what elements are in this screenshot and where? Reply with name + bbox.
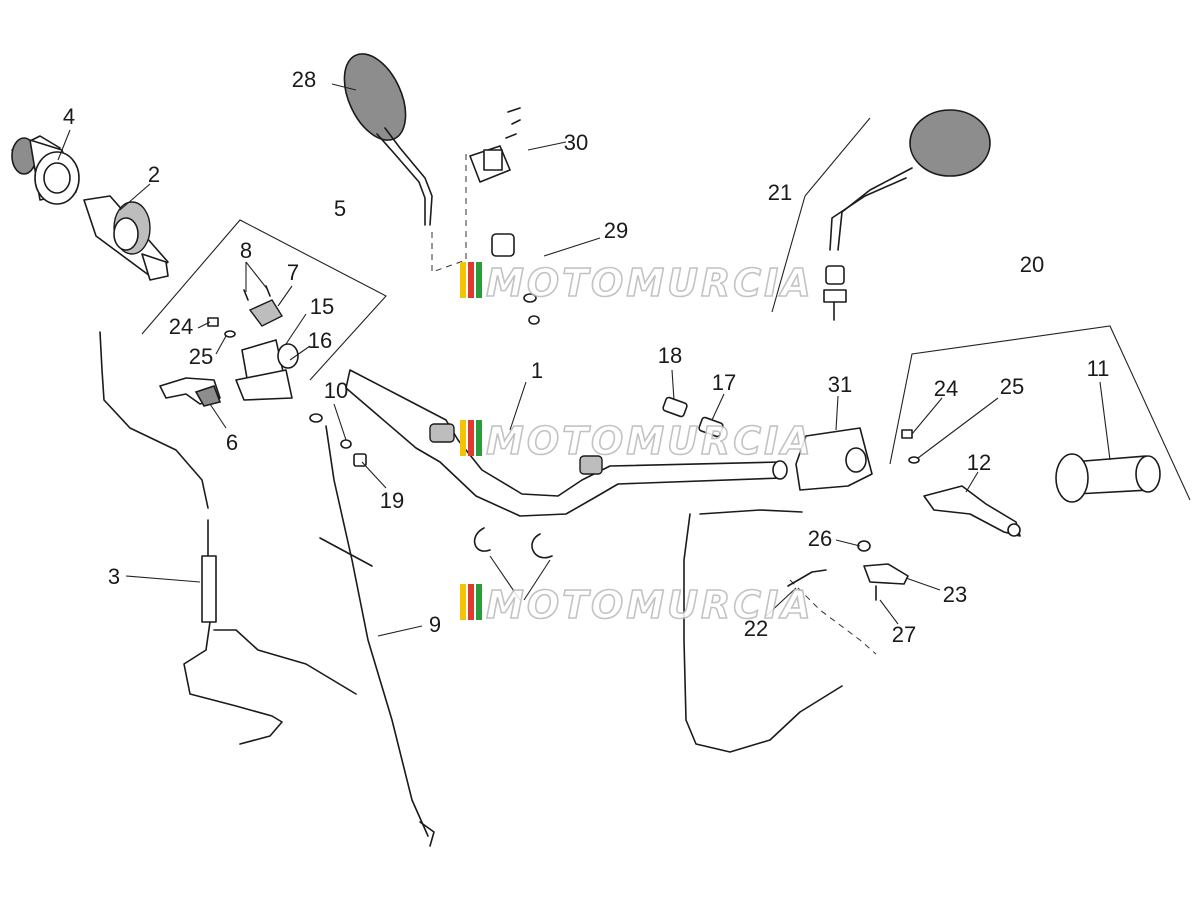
watermark-stripe-green <box>476 262 482 298</box>
hose-clips-part <box>473 527 553 559</box>
callout-label: 6 <box>226 430 238 455</box>
small-hardware-left <box>207 285 284 338</box>
callout-label: 18 <box>658 343 682 368</box>
watermark-stripe-red <box>468 584 474 620</box>
brake-hose-part <box>309 413 435 847</box>
watermark-text: MOTOMURCIA <box>486 261 814 305</box>
callout-label: 25 <box>189 344 213 369</box>
watermark-text: MOTOMURCIA <box>486 583 814 627</box>
callout-label: 17 <box>712 370 736 395</box>
bar-end-plugs <box>662 396 724 438</box>
watermark-top: MOTOMURCIA <box>460 260 814 306</box>
mirror-left-part <box>343 53 433 226</box>
callout-label: 27 <box>892 622 916 647</box>
leader-lines <box>57 83 1111 637</box>
mirror-fittings-part <box>431 107 540 325</box>
watermark-stripe-green <box>476 420 482 456</box>
watermark-stripe-red <box>468 262 474 298</box>
callout-label: 26 <box>808 526 832 551</box>
group-bracket-right <box>889 325 1191 501</box>
watermark-text: MOTOMURCIA <box>486 419 814 463</box>
watermark-bottom: MOTOMURCIA <box>460 582 814 628</box>
brake-lever-left <box>159 377 222 407</box>
callout-label: 15 <box>310 294 334 319</box>
callout-label: 24 <box>169 314 193 339</box>
callout-label: 11 <box>1087 356 1110 381</box>
group-bracket-left <box>141 219 387 381</box>
small-hardware-right <box>901 429 920 464</box>
callout-label: 24 <box>934 376 958 401</box>
throttle-grip-part <box>83 195 169 281</box>
callout-label: 22 <box>744 616 768 641</box>
watermark-stripe-yellow <box>460 584 466 620</box>
mirror-right-part <box>823 109 991 321</box>
switch-right-part <box>795 427 873 491</box>
lever-right-part <box>923 485 1021 537</box>
callout-label: 9 <box>429 612 441 637</box>
callout-label: 12 <box>967 450 991 475</box>
watermark-stripe-yellow <box>460 420 466 456</box>
callout-label: 19 <box>380 488 404 513</box>
callout-label: 29 <box>604 218 628 243</box>
callout-label: 20 <box>1020 252 1044 277</box>
callout-label: 5 <box>334 196 346 221</box>
callout-label: 8 <box>240 238 252 263</box>
watermark-stripe-green <box>476 584 482 620</box>
callout-label: 16 <box>308 328 332 353</box>
callout-label: 3 <box>108 564 120 589</box>
callout-label: 21 <box>768 180 792 205</box>
callout-label: 23 <box>943 582 967 607</box>
grip-right-part <box>1055 453 1161 503</box>
callout-label: 30 <box>564 130 588 155</box>
watermark-stripe-yellow <box>460 262 466 298</box>
callout-label: 7 <box>287 260 299 285</box>
watermark-middle: MOTOMURCIA <box>460 418 814 464</box>
master-cylinder-left <box>235 339 299 401</box>
callout-label: 4 <box>63 104 75 129</box>
watermark-stripe-red <box>468 420 474 456</box>
callout-label: 1 <box>531 358 543 383</box>
callout-label: 2 <box>148 162 160 187</box>
callout-labels: 1 2 3 4 5 6 7 8 9 10 11 12 15 16 17 18 1… <box>63 67 1110 647</box>
throttle-cable-part <box>99 331 357 745</box>
callout-label: 10 <box>324 378 348 403</box>
callout-label: 28 <box>292 67 316 92</box>
rear-brake-cable-part <box>683 509 909 753</box>
grip-left-part <box>11 135 80 205</box>
callout-label: 25 <box>1000 374 1024 399</box>
callout-label: 31 <box>828 372 852 397</box>
